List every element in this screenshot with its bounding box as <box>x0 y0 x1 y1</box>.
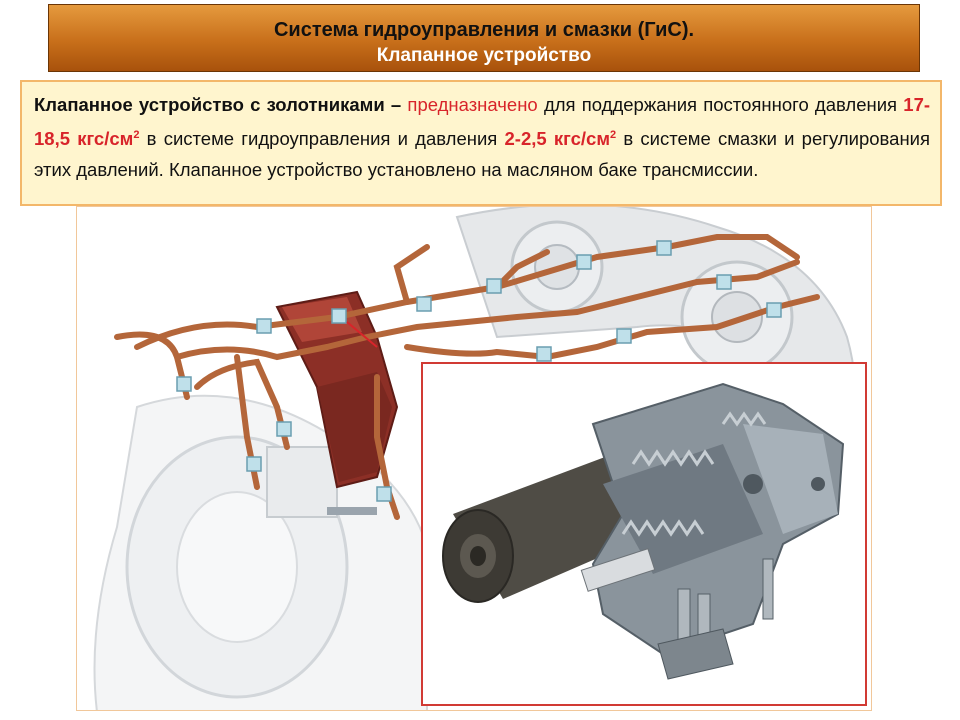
term-label: Клапанное устройство с золотниками – <box>34 94 402 115</box>
text-part3: в системе смазки и регулирования этих да… <box>34 128 931 181</box>
valve-device-inset <box>421 362 867 706</box>
slide-subtitle: Клапанное устройство <box>376 45 592 66</box>
pressure-control-value: 17-18,5 кгс/см2 <box>34 94 931 150</box>
description-box: Клапанное устройство с золотниками – пре… <box>20 80 942 206</box>
valve-cutaway-illustration <box>442 382 845 680</box>
text-part2: в системе гидроуправления и давления <box>146 128 498 150</box>
pressure-lube-value: 2-2,5 кгс/см2 <box>504 128 617 150</box>
purpose-word: предназначено <box>407 94 538 115</box>
slide-title: Система гидроуправления и смазки (ГиС). <box>273 19 695 41</box>
text-part1: для поддержания постоянного давления <box>543 94 898 115</box>
transmission-illustration <box>93 207 856 710</box>
slide-title-bar: Система гидроуправления и смазки (ГиС). … <box>48 4 920 72</box>
